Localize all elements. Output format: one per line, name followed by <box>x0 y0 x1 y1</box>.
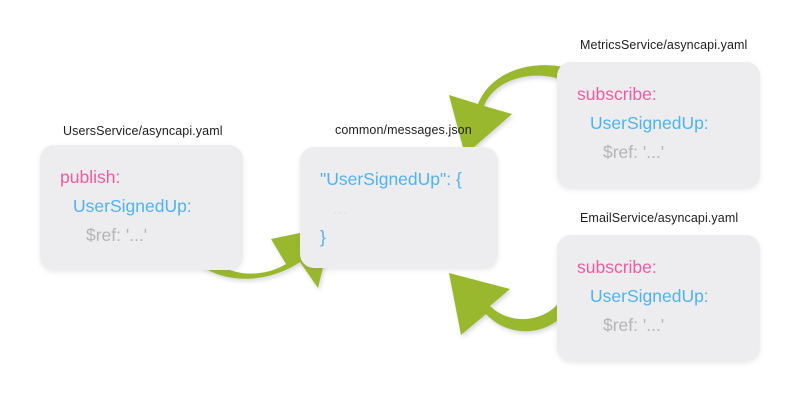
caption-common-messages: common/messages.json <box>335 123 472 137</box>
code-line-subscribe: subscribe: <box>577 257 657 277</box>
code-line-ref: $ref: '...' <box>86 225 148 245</box>
card-users-service[interactable]: publish: UserSignedUp: $ref: '...' <box>40 145 243 270</box>
arrow-email-to-common <box>449 273 574 335</box>
code-line-message: UserSignedUp: <box>73 196 192 216</box>
code-line-ref: $ref: '...' <box>603 315 665 335</box>
caption-users-service: UsersService/asyncapi.yaml <box>63 124 223 138</box>
code-line-message: UserSignedUp: <box>590 286 709 306</box>
card-common-messages[interactable]: "UserSignedUp": { ... } <box>300 147 498 268</box>
code-line-message: UserSignedUp: <box>590 113 709 133</box>
code-line-subscribe: subscribe: <box>577 84 657 104</box>
code-line-ellipsis: ... <box>333 198 348 218</box>
card-metrics-service[interactable]: subscribe: UserSignedUp: $ref: '...' <box>557 62 760 188</box>
code-line-message-close: } <box>320 227 326 247</box>
code-line-ref: $ref: '...' <box>603 142 665 162</box>
caption-metrics-service: MetricsService/asyncapi.yaml <box>580 38 748 52</box>
code-line-message-open: "UserSignedUp": { <box>320 169 462 189</box>
caption-email-service: EmailService/asyncapi.yaml <box>580 211 739 225</box>
card-email-service[interactable]: subscribe: UserSignedUp: $ref: '...' <box>557 235 760 361</box>
code-line-publish: publish: <box>60 167 121 187</box>
